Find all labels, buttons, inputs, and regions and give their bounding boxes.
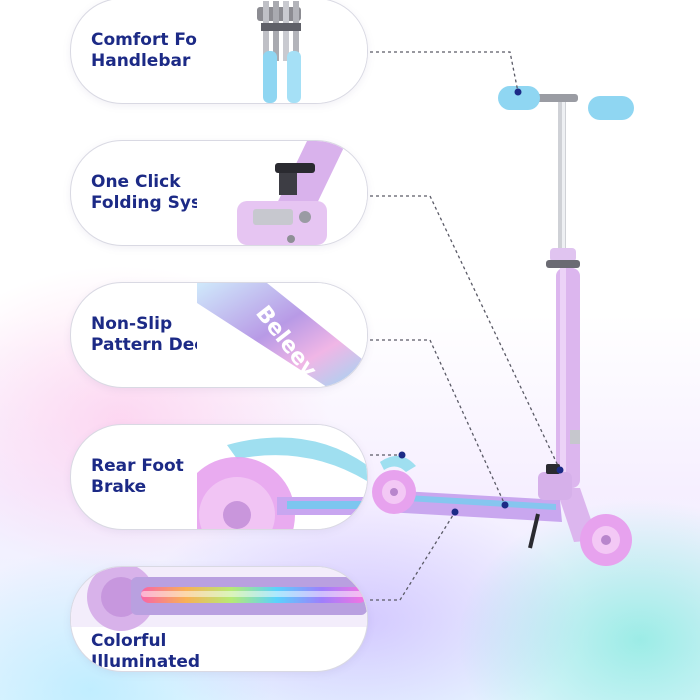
deck-lights-closeup-image xyxy=(71,567,367,671)
feature-callout-handlebar: Comfort Foldable Handlebar xyxy=(70,0,368,104)
feature-callout-deck: Non-Slip Pattern Deck Beleev xyxy=(70,282,368,388)
feature-label-brake: Rear Foot Brake xyxy=(91,456,184,497)
lower-stem xyxy=(556,268,580,488)
rear-brake-closeup-image xyxy=(197,425,367,529)
feature-callout-lights: Colorful Illuminated Deck Lights xyxy=(70,566,368,672)
feature-label-lights: Colorful Illuminated Deck Lights xyxy=(91,631,201,672)
folding-latch-closeup-image xyxy=(197,141,367,245)
kick-scooter-illustration xyxy=(372,86,634,566)
feature-callout-folding: One Click Folding System xyxy=(70,140,368,246)
deck-pattern-closeup-image: Beleev xyxy=(197,283,367,387)
left-grip xyxy=(498,86,540,110)
right-grip xyxy=(588,96,634,120)
handlebar-closeup-image xyxy=(197,0,367,103)
rear-brake xyxy=(380,455,416,472)
feature-callout-brake: Rear Foot Brake xyxy=(70,424,368,530)
